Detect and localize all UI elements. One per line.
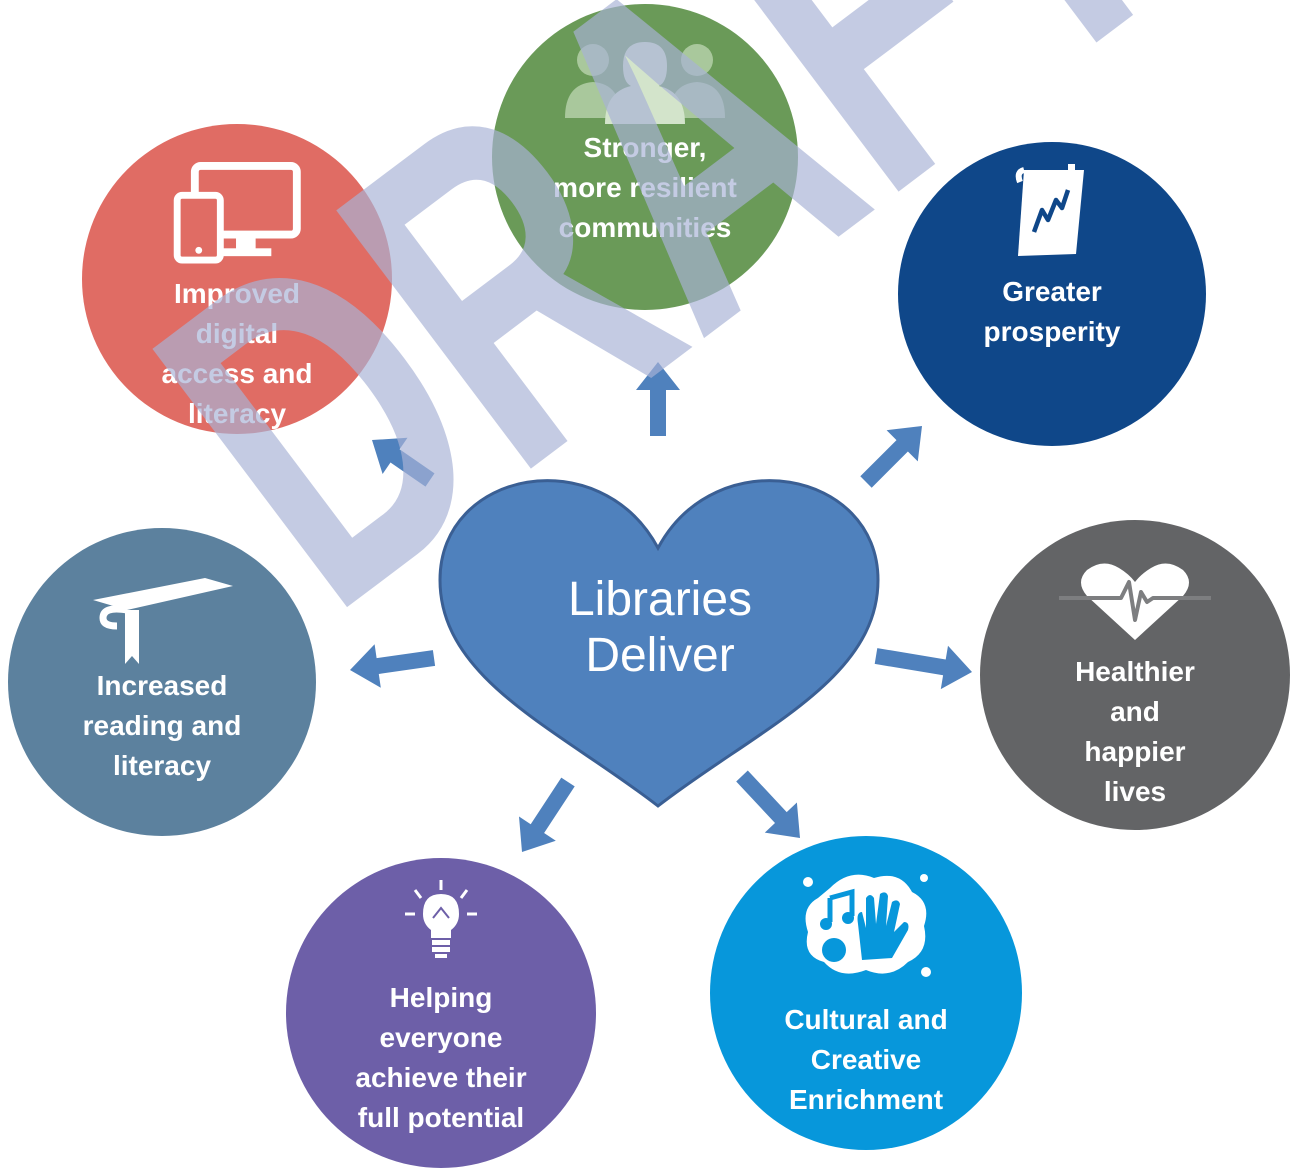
outcome-label: Helping everyone achieve their full pote… [355,982,527,1133]
arrow-to-reading [350,644,436,688]
outcome-culture: Cultural and Creative Enrichment [710,836,1022,1150]
book-icon [93,578,233,664]
arrow-to-potential [519,777,575,852]
outcome-reading: Increased reading and literacy [8,528,316,836]
arrow-to-culture [736,770,800,838]
arrow-to-digital [372,437,435,487]
outcome-prosperity: Greater prosperity [898,142,1206,446]
center-title: Libraries Deliver [567,573,753,682]
outcome-label: Improved digital access and literacy [161,278,313,429]
heartbeat-icon [1059,563,1211,640]
people-icon [565,42,725,124]
outcome-label: Healthier and happier lives [1075,656,1195,807]
arrow-to-communities [636,362,680,436]
arrow-to-health [874,645,972,690]
outcome-label: Greater prosperity [983,276,1121,347]
outcome-communities: Stronger, more resilient communities [492,4,798,310]
lightbulb-icon [405,880,477,958]
outcome-label: Increased reading and literacy [82,670,242,781]
outcome-label: Stronger, more resilient communities [553,132,737,243]
outcome-health: Healthier and happier lives [980,520,1290,830]
creative-splash-icon [803,874,931,977]
outcome-label: Cultural and Creative Enrichment [784,1004,948,1115]
outcome-digital-access: Improved digital access and literacy [82,124,392,434]
devices-icon [173,162,301,264]
growth-chart-icon [1015,164,1084,256]
arrow-to-prosperity [860,426,922,488]
outcome-potential: Helping everyone achieve their full pote… [286,858,596,1168]
